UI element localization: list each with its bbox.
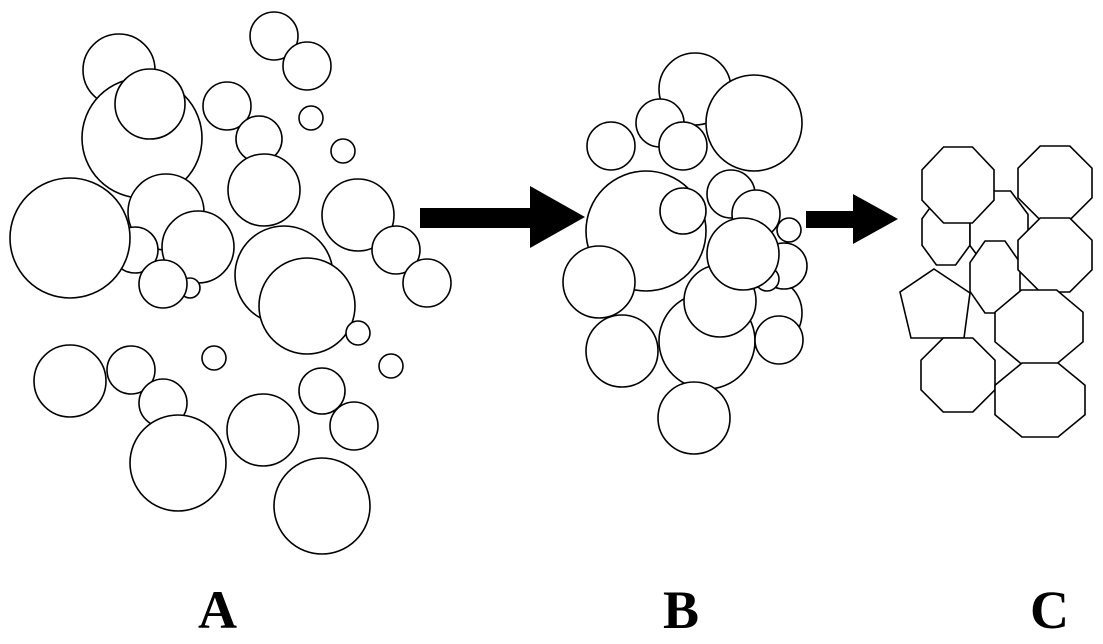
particle-circle (776, 217, 802, 243)
particle-circle (659, 187, 707, 235)
particle-circle (402, 258, 452, 308)
panel-c-compacted-grains (899, 145, 1093, 438)
particle-circle (562, 245, 636, 319)
particle-circle (114, 68, 186, 140)
panel-a-loose-particles (9, 11, 452, 555)
particle-circle (258, 257, 356, 355)
particle-circle (706, 217, 780, 291)
particle-circle (754, 315, 804, 365)
particle-circle (106, 345, 156, 395)
panel-label-b: B (663, 580, 700, 640)
particle-circle (226, 393, 300, 467)
arrow-b-to-c (806, 194, 898, 244)
particle-circle (273, 457, 371, 555)
grain-polygon (920, 337, 996, 413)
panel-label-a: A (198, 580, 237, 640)
grain-polygon (994, 289, 1084, 365)
particle-circle (657, 381, 731, 455)
grain-polygon (899, 268, 971, 339)
grain-polygon (921, 146, 995, 224)
particle-circle (330, 138, 356, 164)
particle-circle (321, 178, 395, 252)
particle-circle (705, 74, 803, 172)
particle-circle (138, 259, 188, 309)
particle-circle (345, 320, 371, 346)
particle-circle (329, 401, 379, 451)
particle-circle (202, 81, 252, 131)
particle-circle (658, 121, 708, 171)
panel-b-packed-particles (562, 52, 808, 455)
particle-circle (585, 314, 659, 388)
particle-circle (298, 105, 324, 131)
particle-circle (298, 367, 346, 415)
particle-circle (33, 344, 107, 418)
particle-circle (378, 353, 404, 379)
particle-circle (586, 121, 636, 171)
particle-circle (9, 177, 131, 299)
grain-polygon (1017, 217, 1093, 293)
particle-circle (371, 225, 421, 275)
grain-polygon (1017, 145, 1093, 221)
panel-label-c: C (1030, 580, 1069, 640)
particle-circle (227, 153, 301, 227)
particle-circle (282, 41, 332, 91)
particle-circle (129, 414, 227, 512)
arrow-a-to-b (420, 186, 585, 248)
grain-polygon (994, 362, 1086, 438)
particle-circle (201, 345, 227, 371)
particle-circle (249, 11, 299, 61)
